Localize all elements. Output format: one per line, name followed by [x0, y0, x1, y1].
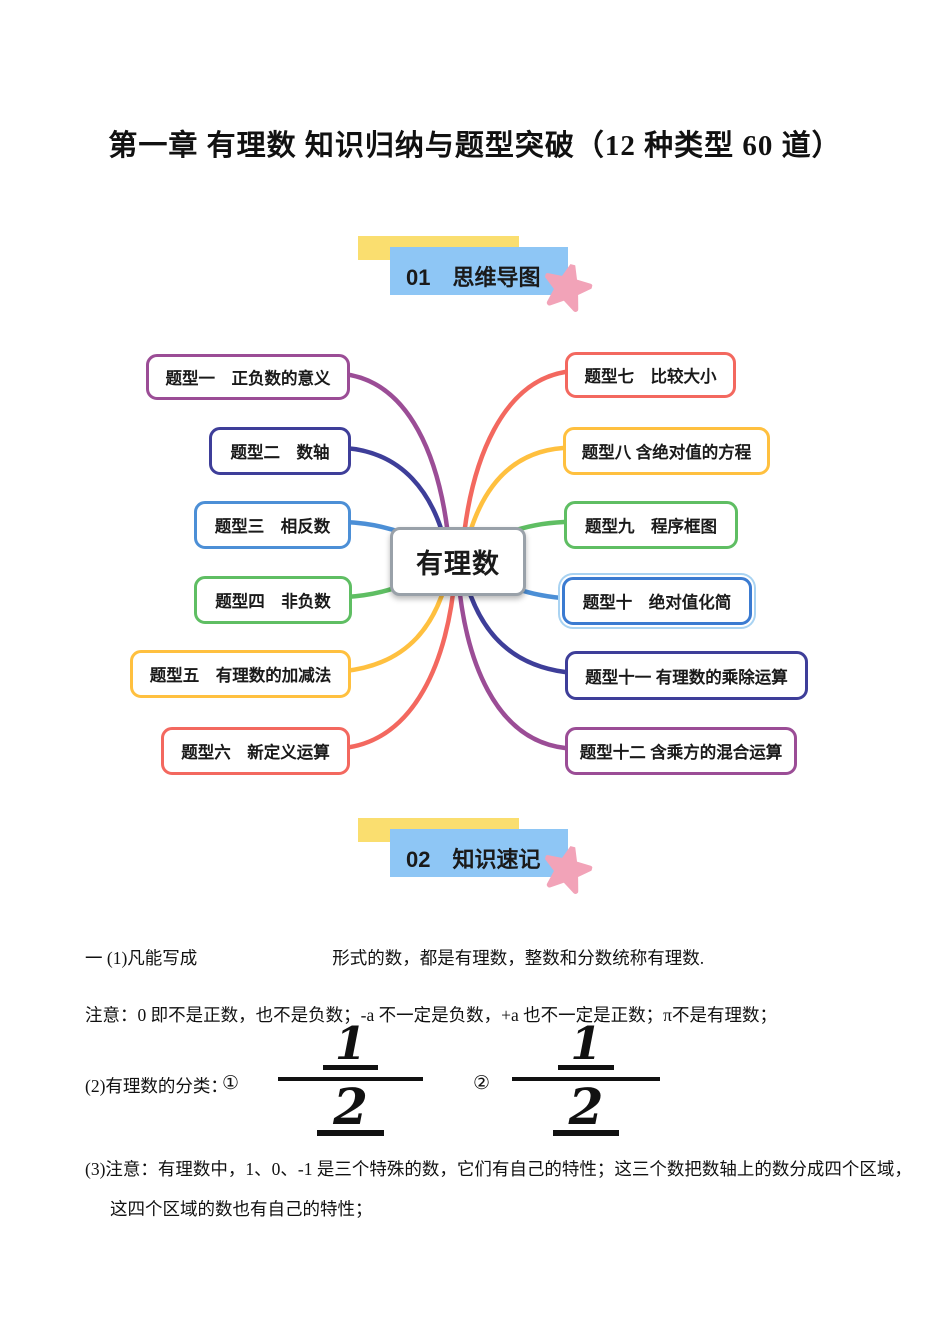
fraction-denominator: 2	[317, 1082, 384, 1137]
mindmap-node-type6: 题型六 新定义运算	[161, 727, 350, 775]
note-classification-label: (2)有理数的分类：	[85, 1076, 228, 1096]
mindmap-node-type9: 题型九 程序框图	[564, 501, 738, 549]
mindmap-node-type3: 题型三 相反数	[194, 501, 351, 549]
fraction-numerator: 1	[322, 1021, 379, 1070]
mindmap-node-type1: 题型一 正负数的意义	[146, 354, 350, 400]
blue-band	[390, 247, 568, 295]
section-header-knowledge: 02 知识速记	[0, 818, 950, 928]
mindmap-node-type4: 题型四 非负数	[194, 576, 352, 624]
mindmap-node-type5: 题型五 有理数的加减法	[130, 650, 351, 698]
section-header-mindmap: 01 思维导图	[0, 236, 950, 346]
page-title: 第一章 有理数 知识归纳与题型突破（12 种类型 60 道）	[108, 130, 842, 162]
note-line-special-numbers: (3)注意：有理数中，1、0、-1 是三个特殊的数，它们有自己的特性；这三个数把…	[85, 1159, 912, 1179]
fraction-one-half-2: 1 2	[512, 1021, 660, 1137]
fraction-denominator: 2	[552, 1082, 620, 1137]
fraction-bar	[512, 1076, 660, 1081]
note-line-definition: 一 (1)凡能写成 形式的数，都是有理数，整数和分数统称有理数.	[85, 946, 885, 971]
note-line-caution: 注意：0 即不是正数，也不是负数；-a 不一定是负数，+a 也不一定是正数；π不…	[85, 1005, 777, 1025]
mindmap-node-type10: 题型十 绝对值化简	[562, 577, 752, 625]
blue-band	[390, 829, 568, 877]
fraction-one-half-1: 1 2	[278, 1021, 423, 1137]
section-label: 01 思维导图	[406, 265, 541, 290]
section-label: 02 知识速记	[406, 847, 541, 872]
star-icon	[544, 845, 593, 894]
mindmap-node-type12: 题型十二 含乘方的混合运算	[565, 727, 797, 775]
mindmap-node-type7: 题型七 比较大小	[565, 352, 736, 398]
mindmap-node-type2: 题型二 数轴	[209, 427, 351, 475]
circled-two-marker: ②	[473, 1073, 491, 1094]
note-line-special-numbers-cont: 这四个区域的数也有自己的特性；	[110, 1199, 373, 1219]
star-icon	[544, 263, 593, 312]
mindmap-center-node: 有理数	[390, 527, 526, 596]
mindmap-node-type8: 题型八 含绝对值的方程	[563, 427, 770, 475]
circled-one-marker: ①	[222, 1073, 240, 1094]
note-line1-suffix: 形式的数，都是有理数，整数和分数统称有理数.	[332, 948, 705, 968]
note-line1-prefix: 一 (1)凡能写成	[85, 948, 198, 968]
mindmap-node-type11: 题型十一 有理数的乘除运算	[565, 651, 808, 700]
fraction-bar	[278, 1076, 423, 1081]
fraction-numerator: 1	[558, 1021, 614, 1070]
